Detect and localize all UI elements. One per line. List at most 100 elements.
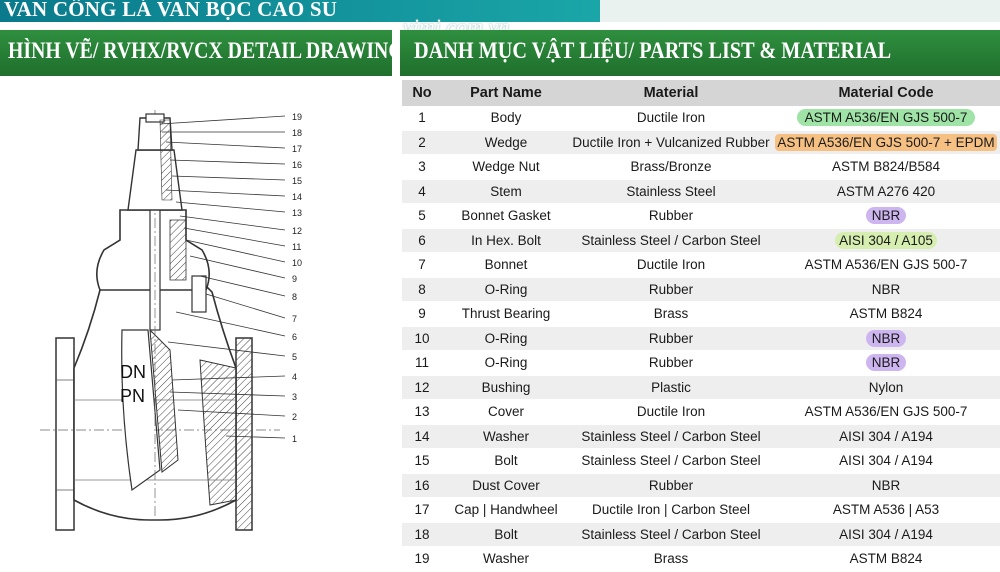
callout-19: 19 [292, 112, 302, 122]
bonnet-bolt [191, 275, 207, 313]
cell-part-name: Bolt [442, 448, 570, 474]
bonnet-hatch [169, 219, 187, 281]
cell-no: 19 [402, 546, 442, 572]
cell-part-name: Body [442, 106, 570, 131]
cell-no: 9 [402, 301, 442, 327]
cell-no: 17 [402, 497, 442, 523]
cell-part-name: O-Ring [442, 326, 570, 351]
parts-list-banner-label: DANH MỤC VẬT LIỆU/ PARTS LIST & MATERIAL [414, 38, 892, 63]
callout-6: 6 [292, 332, 297, 342]
cell-material-code: NBR [772, 473, 1000, 498]
cell-part-name: Bushing [442, 375, 570, 400]
material-code-highlight: NBR [865, 329, 907, 347]
cell-material-code: ASTM A536/EN GJS 500-7 + EPDM [772, 130, 1000, 155]
cell-part-name: Cover [442, 399, 570, 425]
cell-material: Stainless Steel [570, 179, 772, 204]
cell-material: Stainless Steel / Carbon Steel [570, 448, 772, 474]
cell-material: Brass [570, 301, 772, 327]
cell-part-name: O-Ring [442, 350, 570, 376]
cell-part-name: Bonnet [442, 252, 570, 278]
cell-material: Rubber [570, 350, 772, 376]
cell-part-name: Washer [442, 424, 570, 449]
parts-list-banner: DANH MỤC VẬT LIỆU/ PARTS LIST & MATERIAL [400, 30, 1000, 76]
cell-material: Ductile Iron + Vulcanized Rubber [570, 130, 772, 155]
cell-part-name: Cap | Handwheel [442, 497, 570, 523]
body-wall-hatch [199, 359, 237, 506]
callout-numbers: 19 18 17 16 15 14 13 12 11 10 9 8 7 6 5 … [292, 112, 302, 444]
cell-material: Stainless Steel / Carbon Steel [570, 424, 772, 449]
header-material: Material [570, 80, 772, 106]
callout-8: 8 [292, 292, 297, 302]
cell-no: 6 [402, 228, 442, 253]
callout-14: 14 [292, 192, 302, 202]
cell-material: Plastic [570, 375, 772, 400]
callout-1: 1 [292, 434, 297, 444]
material-code-highlight: NBR [865, 207, 907, 225]
cell-no: 16 [402, 473, 442, 498]
cap-hatch [159, 119, 173, 201]
callout-4: 4 [292, 372, 297, 382]
cell-no: 4 [402, 179, 442, 204]
cell-no: 2 [402, 130, 442, 155]
cell-no: 1 [402, 106, 442, 131]
callout-15: 15 [292, 176, 302, 186]
material-code-highlight: NBR [865, 354, 907, 372]
cell-part-name: Bolt [442, 522, 570, 547]
cell-material-code: ASTM A276 420 [772, 179, 1000, 204]
cap-top [145, 113, 165, 123]
cell-material: Ductile Iron [570, 399, 772, 425]
right-flange-hatch [236, 338, 252, 530]
cover [127, 149, 183, 211]
cell-material-code: ASTM A536/EN GJS 500-7 [772, 399, 1000, 425]
wedge [121, 329, 161, 492]
cell-part-name: Stem [442, 179, 570, 204]
cell-no: 14 [402, 424, 442, 449]
cell-material-code: ASTM A536/EN GJS 500-7 [772, 252, 1000, 278]
pn-label: PN [120, 386, 145, 406]
cell-material-code: Nylon [772, 375, 1000, 400]
cell-no: 3 [402, 154, 442, 180]
cell-part-name: Thrust Bearing [442, 301, 570, 327]
header-no: No [402, 80, 442, 106]
cell-part-name: Wedge Nut [442, 154, 570, 180]
title-bar-right [600, 0, 1000, 22]
wedge-rubber [149, 328, 179, 473]
callout-11: 11 [292, 242, 301, 252]
header-material-code: Material Code [772, 80, 1000, 106]
material-code-highlight: AISI 304 / A105 [835, 231, 937, 249]
cell-material: Stainless Steel / Carbon Steel [570, 522, 772, 547]
cell-no: 15 [402, 448, 442, 474]
page-title: VAN CỔNG LÁ VAN BỌC CAO SU [4, 0, 338, 21]
cell-material-code: AISI 304 / A105 [772, 228, 1000, 253]
cell-material: Brass/Bronze [570, 154, 772, 180]
callout-13: 13 [292, 208, 302, 218]
cell-no: 13 [402, 399, 442, 425]
callout-7: 7 [292, 314, 297, 324]
cell-material-code: NBR [772, 203, 1000, 229]
callout-10: 10 [292, 258, 302, 268]
dn-label: DN [120, 362, 146, 382]
callout-16: 16 [292, 160, 302, 170]
cell-material-code: ASTM A536/EN GJS 500-7 [772, 106, 1000, 131]
cell-material-code: NBR [772, 350, 1000, 376]
material-code-highlight: ASTM A536/EN GJS 500-7 + EPDM [775, 133, 997, 151]
cell-material-code: ASTM A536 | A53 [772, 497, 1000, 523]
